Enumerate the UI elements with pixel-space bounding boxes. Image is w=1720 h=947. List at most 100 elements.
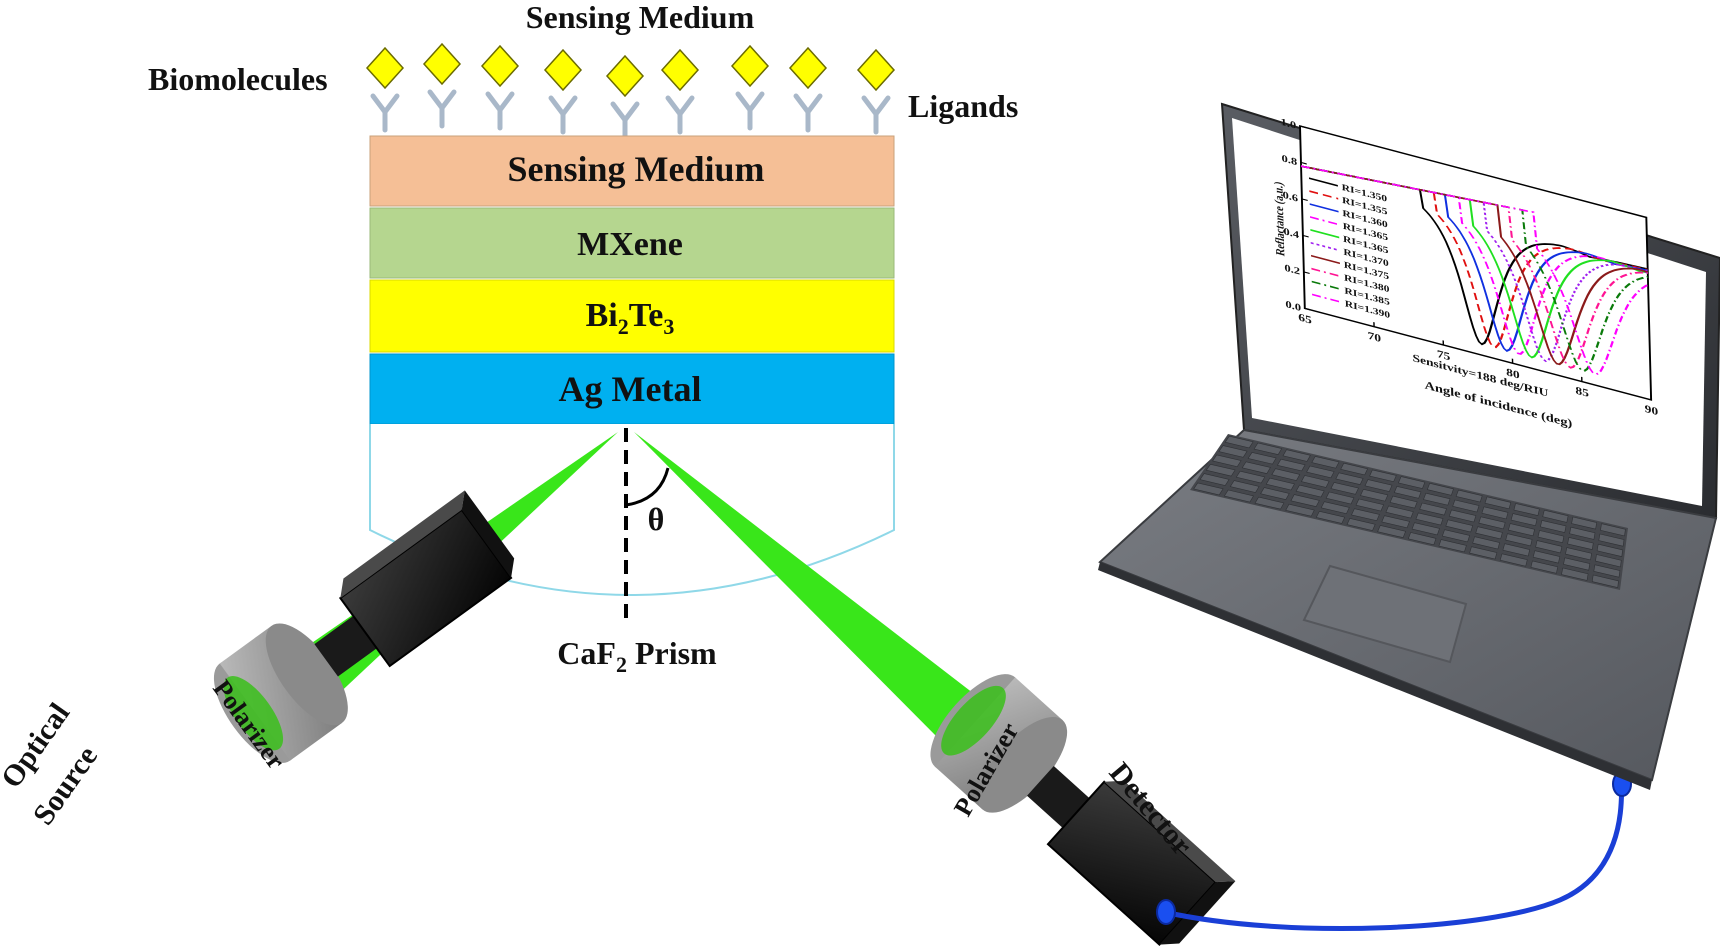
keyboard-key xyxy=(1535,540,1563,554)
keyboard-key xyxy=(1330,482,1359,495)
keyboard-key xyxy=(1478,516,1506,530)
series-line xyxy=(1300,165,1649,376)
sensing-medium-layer xyxy=(369,135,895,207)
keyboard-key xyxy=(1218,445,1248,458)
ag-metal-layer xyxy=(369,353,895,425)
ligand-icon xyxy=(735,91,765,131)
ligand-icon xyxy=(665,95,695,135)
legend-swatch xyxy=(1310,216,1339,226)
y-tick xyxy=(1304,307,1311,311)
keyboard-key xyxy=(1569,526,1596,540)
ligand-icon xyxy=(485,91,515,131)
keyboard-key xyxy=(1455,489,1483,503)
keyboard-key xyxy=(1542,509,1569,523)
biomolecule-icon xyxy=(365,46,405,90)
keyboard-key xyxy=(1193,482,1224,496)
keyboard-key xyxy=(1351,508,1380,522)
keyboard-key xyxy=(1537,530,1565,544)
keyboard-key xyxy=(1364,479,1393,492)
keyboard-key xyxy=(1306,465,1335,479)
keyboard-key xyxy=(1271,468,1301,481)
laptop-base-edge xyxy=(1098,562,1652,790)
ligand-icon xyxy=(793,93,823,133)
y-tick-label: 0.4 xyxy=(1283,226,1299,240)
keyboard-key xyxy=(1311,456,1340,469)
ligand-icon xyxy=(861,95,891,135)
keyboard-key xyxy=(1423,492,1451,506)
biomolecule-icon xyxy=(605,54,645,98)
legend-swatch xyxy=(1309,203,1339,213)
legend-swatch xyxy=(1310,241,1340,252)
keyboard-key xyxy=(1224,435,1254,449)
detector-cable xyxy=(1163,784,1625,931)
keyboard-key xyxy=(1452,499,1480,513)
keyboard-key xyxy=(1393,486,1422,499)
keyboard-key xyxy=(1212,454,1242,468)
keyboard-key xyxy=(1591,574,1619,588)
keyboard-key xyxy=(1469,546,1498,560)
biomolecule-icon xyxy=(660,48,700,92)
keyboard-key xyxy=(1484,496,1512,510)
y-tick-label: 0.2 xyxy=(1284,263,1300,277)
keyboard-key xyxy=(1320,501,1350,515)
theta-label: θ xyxy=(648,501,665,537)
keyboard-key xyxy=(1596,543,1623,557)
keyboard-key xyxy=(1442,529,1470,543)
keyboard-key xyxy=(1260,487,1290,500)
x-tick-label: 75 xyxy=(1437,347,1451,363)
top-sensing-medium-label: Sensing Medium xyxy=(526,0,755,35)
keyboard-key xyxy=(1502,543,1531,557)
keyboard-key xyxy=(1426,482,1454,496)
keyboard-key xyxy=(1505,533,1533,547)
keyboard-key xyxy=(1438,539,1467,553)
y-tick xyxy=(1300,161,1307,165)
keyboard-key xyxy=(1377,525,1407,538)
y-tick-label: 0.0 xyxy=(1285,299,1301,313)
mxene-layer-label: MXene xyxy=(577,226,683,263)
keyboard-key xyxy=(1355,498,1385,512)
legend-swatch xyxy=(1310,229,1340,239)
y-tick-label: 0.8 xyxy=(1281,153,1297,167)
keyboard-key xyxy=(1229,480,1260,493)
keyboard-key xyxy=(1241,461,1271,474)
legend-swatch xyxy=(1309,190,1339,200)
keyboard-key xyxy=(1595,554,1622,568)
biomolecules-label: Biomolecules xyxy=(148,61,328,97)
keyboard-key xyxy=(1389,495,1418,509)
keyboard-keys xyxy=(1193,435,1626,588)
keyboard-key xyxy=(1199,473,1230,486)
keyboard-key xyxy=(1205,463,1236,477)
keyboard-key xyxy=(1276,458,1306,472)
biomolecule-icon xyxy=(788,46,828,90)
keyboard-key xyxy=(1295,484,1325,498)
ag-metal-layer-label: Ag Metal xyxy=(559,369,702,409)
x-tick-label: 85 xyxy=(1575,384,1589,400)
keyboard-key xyxy=(1381,515,1410,529)
prism-label: CaF2 Prism xyxy=(557,635,717,677)
keyboard-key xyxy=(1510,513,1538,527)
keyboard-key xyxy=(1223,489,1254,503)
mxene-layer xyxy=(369,207,895,279)
keyboard-key xyxy=(1290,494,1320,507)
ligand-icon xyxy=(610,101,640,141)
keyboard-key xyxy=(1532,550,1561,564)
keyboard-key xyxy=(1411,522,1440,536)
chart-plot-area: 6570758085900.00.20.40.60.81.0RI=1.350RI… xyxy=(1280,117,1658,418)
keyboard-key xyxy=(1397,476,1426,489)
keyboard-key xyxy=(1285,503,1315,517)
keyboard-key xyxy=(1340,462,1369,476)
angle-arc xyxy=(625,467,670,507)
biomolecule-icon xyxy=(856,48,896,92)
keyboard-key xyxy=(1481,506,1509,520)
keyboard-key xyxy=(1419,502,1447,516)
keyboard-key xyxy=(1369,469,1397,483)
biomolecule-icon xyxy=(543,48,583,92)
keyboard-key xyxy=(1247,452,1277,465)
keyboard-key xyxy=(1235,470,1266,484)
keyboard-key xyxy=(1530,560,1559,574)
keyboard-key xyxy=(1563,557,1591,571)
biomolecule-ligand-group xyxy=(365,42,896,141)
y-tick-label: 0.6 xyxy=(1282,190,1298,204)
keyboard-key xyxy=(1600,523,1626,537)
